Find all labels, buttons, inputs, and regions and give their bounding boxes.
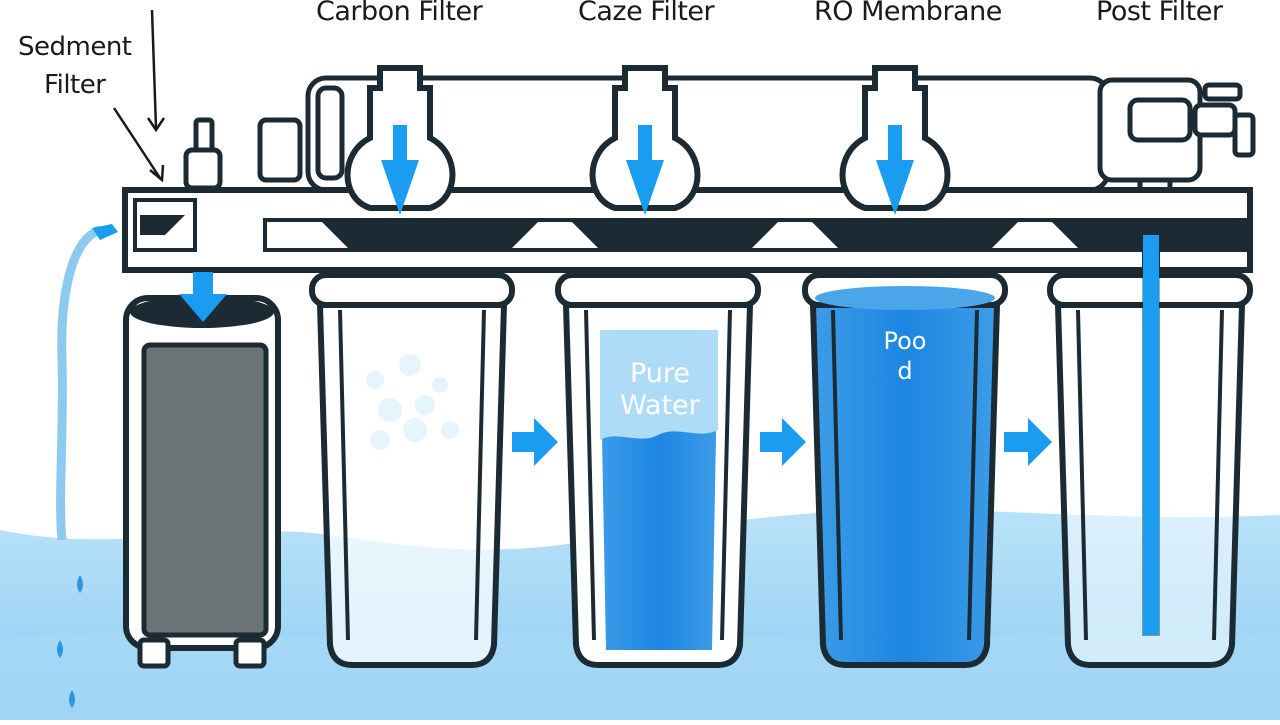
ro-inner-line2: d bbox=[897, 357, 913, 385]
faucet-icon bbox=[92, 224, 118, 240]
water-drop-icon bbox=[57, 575, 83, 708]
carbon-housing bbox=[309, 272, 515, 668]
sediment-housing bbox=[123, 295, 281, 669]
post-housing bbox=[1047, 235, 1253, 668]
sediment-filter-label: Sedment Filter bbox=[18, 28, 132, 104]
carbon-filter-label: Carbon Filter bbox=[316, 0, 483, 27]
sediment-fitting bbox=[183, 117, 303, 191]
down-arrow-icon bbox=[381, 125, 914, 215]
sediment-label-line1: Sedment bbox=[18, 32, 132, 62]
down-arrow-icon bbox=[179, 272, 227, 322]
inflow-stream bbox=[56, 225, 102, 541]
sediment-label-line2: Filter bbox=[44, 70, 106, 100]
ro-inner-line1: Poo bbox=[883, 327, 927, 355]
ro-membrane-housing bbox=[802, 272, 1008, 668]
leader-arrows bbox=[112, 9, 166, 183]
ro-inner-text: Poo d bbox=[865, 326, 945, 386]
valve-icon bbox=[1097, 77, 1256, 203]
core-filter-label: Caze Filter bbox=[578, 0, 715, 27]
ro-membrane-label: RO Membrane bbox=[814, 0, 1002, 27]
pure-water-text: Pure Water bbox=[610, 358, 710, 422]
core-housing bbox=[555, 272, 761, 668]
right-arrow-icon bbox=[512, 418, 1052, 466]
post-filter-label: Post Filter bbox=[1096, 0, 1223, 27]
pure-water-line2: Water bbox=[620, 390, 700, 421]
pure-water-line1: Pure bbox=[629, 358, 691, 389]
